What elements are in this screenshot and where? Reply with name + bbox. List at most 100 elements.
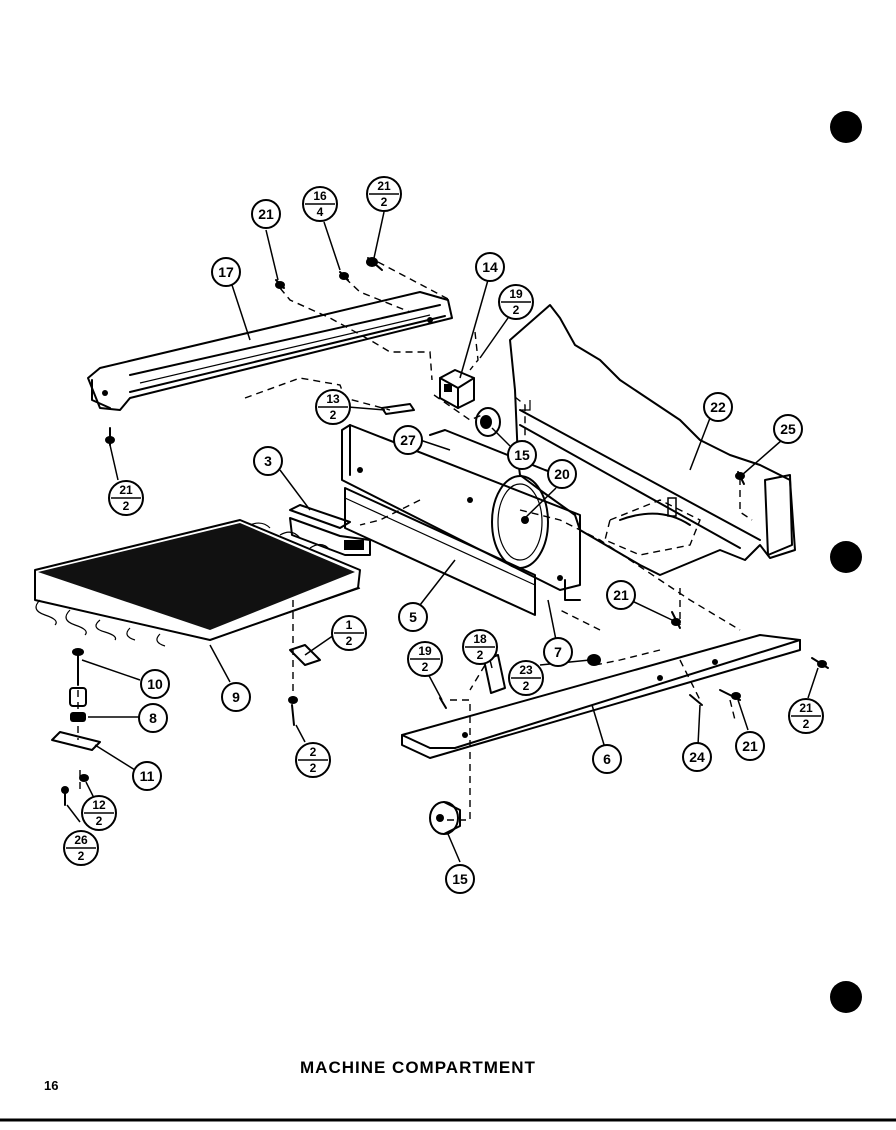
callout-numerator: 21 <box>377 179 391 193</box>
bar-5 <box>344 487 536 616</box>
callout-denominator: 4 <box>317 205 324 219</box>
callout-c9: 9 <box>221 682 251 712</box>
callout-c8: 8 <box>138 703 168 733</box>
screws-top <box>105 257 383 446</box>
bottom-rail-6 <box>401 634 801 759</box>
callout-c1_2: 12 <box>331 615 367 651</box>
callout-numerator: 16 <box>313 189 327 203</box>
callout-c19_2b: 192 <box>407 641 443 677</box>
callout-number: 11 <box>140 768 155 784</box>
condenser-9 <box>34 519 361 647</box>
callout-c16_4: 164 <box>302 186 338 222</box>
callout-c21b: 21 <box>606 580 636 610</box>
callout-c19_2a: 192 <box>498 284 534 320</box>
callout-c20: 20 <box>547 459 577 489</box>
misc-hardware <box>288 611 829 726</box>
top-rail-17 <box>87 291 453 411</box>
binder-hole-middle <box>830 541 862 573</box>
callout-c5: 5 <box>398 602 428 632</box>
callout-denominator: 2 <box>330 408 337 422</box>
callout-c15b: 15 <box>445 864 475 894</box>
callout-numerator: 26 <box>74 833 88 847</box>
callout-c21_2c: 212 <box>788 698 824 734</box>
overload-15-lower <box>429 801 461 835</box>
callout-denominator: 2 <box>381 195 388 209</box>
callout-c13_2: 132 <box>315 389 351 425</box>
shroud-22 <box>509 304 796 576</box>
callout-number: 27 <box>400 432 416 448</box>
callout-numerator: 21 <box>119 483 133 497</box>
binder-hole-bottom <box>830 981 862 1013</box>
clip-3 <box>289 504 371 556</box>
callout-number: 21 <box>613 587 629 603</box>
callout-number: 17 <box>218 264 234 280</box>
callout-number: 20 <box>554 466 570 482</box>
callout-numerator: 13 <box>326 392 340 406</box>
callout-numerator: 1 <box>346 618 353 632</box>
callout-denominator: 2 <box>346 634 353 648</box>
callout-number: 25 <box>780 421 796 437</box>
callout-denominator: 2 <box>422 660 429 674</box>
callout-number: 10 <box>147 676 163 692</box>
diagram-caption: MACHINE COMPARTMENT <box>300 1058 536 1077</box>
callout-number: 24 <box>689 749 705 765</box>
callout-denominator: 2 <box>803 717 810 731</box>
callout-denominator: 2 <box>523 679 530 693</box>
binder-hole-top <box>830 111 862 143</box>
callout-number: 6 <box>603 751 611 767</box>
callout-denominator: 2 <box>513 303 520 317</box>
callout-numerator: 19 <box>509 287 523 301</box>
callout-numerator: 2 <box>310 745 317 759</box>
callout-c21c: 21 <box>735 731 765 761</box>
callout-c18_2: 182 <box>462 629 498 665</box>
callout-denominator: 2 <box>123 499 130 513</box>
callout-number: 15 <box>514 447 530 463</box>
page-number: 16 <box>44 1078 59 1093</box>
callout-number: 5 <box>409 609 417 625</box>
callout-c21_2b: 212 <box>108 480 144 516</box>
leader-lines <box>77 261 753 821</box>
callout-number: 8 <box>149 710 157 726</box>
callout-c21a: 21 <box>251 199 281 229</box>
callout-numerator: 19 <box>418 644 432 658</box>
callout-number: 15 <box>452 871 468 887</box>
relay-14 <box>439 369 475 409</box>
callout-numerator: 21 <box>799 701 813 715</box>
callout-c24: 24 <box>682 742 712 772</box>
callout-c7: 7 <box>543 637 573 667</box>
callout-number: 9 <box>232 689 240 705</box>
callout-denominator: 2 <box>96 814 103 828</box>
callout-number: 3 <box>264 453 272 469</box>
callout-c26_2: 262 <box>63 830 99 866</box>
overload-15-upper <box>475 407 501 437</box>
callout-c6: 6 <box>592 744 622 774</box>
callout-c14: 14 <box>475 252 505 282</box>
callout-number: 7 <box>554 644 562 660</box>
callout-c2_2: 22 <box>295 742 331 778</box>
callout-c12_2: 122 <box>81 795 117 831</box>
callout-denominator: 2 <box>78 849 85 863</box>
callout-c3: 3 <box>253 446 283 476</box>
callout-number: 21 <box>742 738 758 754</box>
callout-c15a: 15 <box>507 440 537 470</box>
mounting-hardware <box>51 648 101 806</box>
callout-c11: 11 <box>132 761 162 791</box>
callout-c23_2: 232 <box>508 660 544 696</box>
callout-number: 22 <box>710 399 726 415</box>
callout-c25: 25 <box>773 414 803 444</box>
callout-denominator: 2 <box>310 761 317 775</box>
callout-denominator: 2 <box>477 648 484 662</box>
callout-c21_2a: 212 <box>366 176 402 212</box>
callout-c17: 17 <box>211 257 241 287</box>
callout-numerator: 23 <box>519 663 533 677</box>
callout-c27: 27 <box>393 425 423 455</box>
callout-number: 21 <box>258 206 274 222</box>
clip-13 <box>381 403 415 415</box>
pointer-lines <box>66 211 819 863</box>
callout-numerator: 12 <box>92 798 106 812</box>
callout-c22: 22 <box>703 392 733 422</box>
callout-number: 14 <box>482 259 498 275</box>
callout-c10: 10 <box>140 669 170 699</box>
